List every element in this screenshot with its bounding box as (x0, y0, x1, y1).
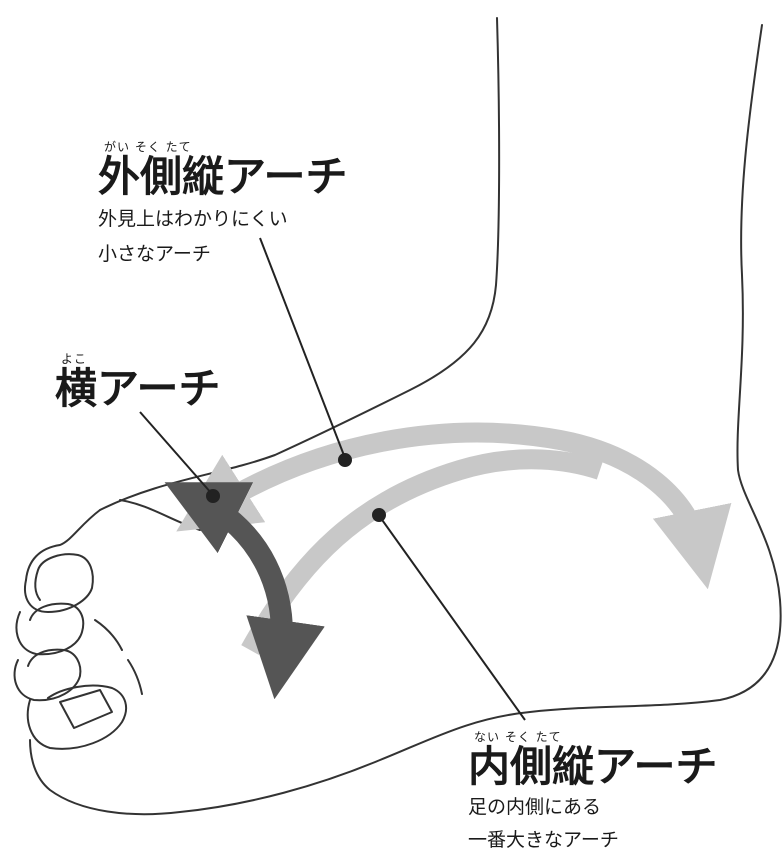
leader-lines (140, 238, 525, 720)
foot-outline (15, 18, 781, 814)
outer-arch-title: 外側縦アーチ (98, 156, 347, 198)
inner-arch-desc-1: 足の内側にある (468, 794, 717, 821)
toe-4 (28, 686, 126, 749)
leader-transverse-dot (207, 490, 219, 502)
leader-inner (380, 517, 525, 720)
foot-contour (120, 500, 200, 530)
inner-arch-label: ない そく たて 内側縦アーチ 足の内側にある 一番大きなアーチ (468, 730, 717, 854)
toenail-big (60, 690, 112, 728)
toe-crease-1 (95, 620, 122, 650)
inner-arch-desc-2: 一番大きなアーチ (468, 827, 717, 854)
toe-big (26, 510, 100, 580)
outer-arch-desc-2: 小さなアーチ (98, 241, 347, 268)
outer-arch-desc-1: 外見上はわかりにくい (98, 206, 347, 233)
outer-arch-label: がい そく たて 外側縦アーチ 外見上はわかりにくい 小さなアーチ (98, 140, 347, 268)
leader-outer (260, 238, 345, 458)
toe-crease-2 (128, 660, 142, 694)
inner-arch-arrow (250, 459, 600, 650)
leader-outer-dot (339, 454, 351, 466)
transverse-arch-title: 横アーチ (55, 368, 220, 410)
inner-arch-title: 内側縦アーチ (468, 746, 717, 788)
toe-3 (15, 650, 81, 701)
transverse-arch-label: よこ 横アーチ (55, 352, 220, 410)
leader-inner-dot (373, 509, 385, 521)
